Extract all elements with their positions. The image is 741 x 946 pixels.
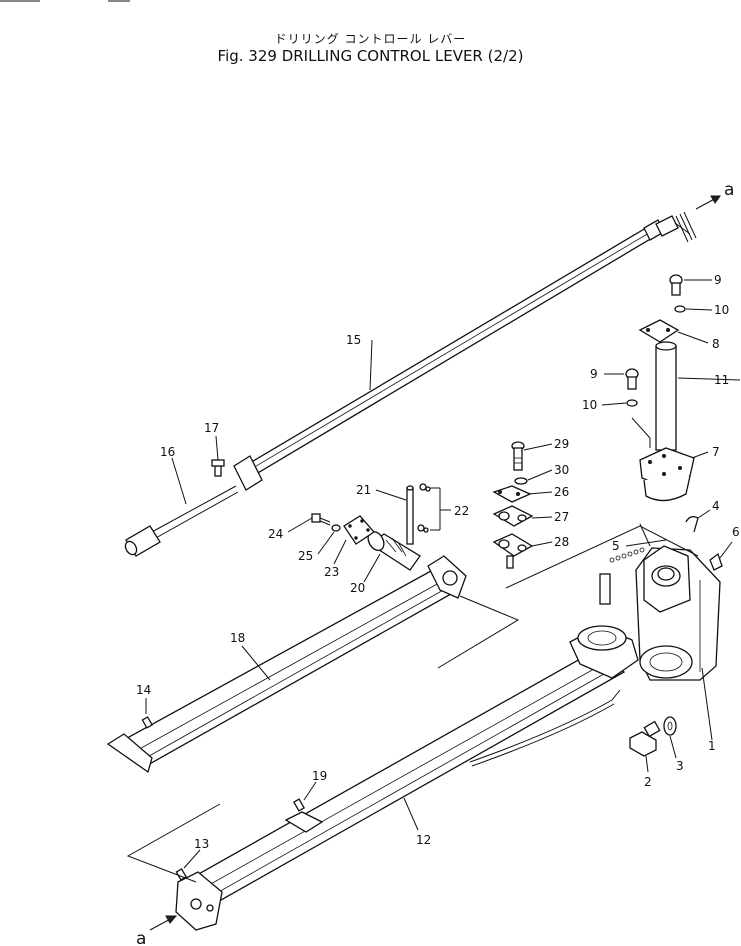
part-21-pin bbox=[406, 485, 414, 545]
callout-27: 27 bbox=[554, 510, 569, 524]
callout-14: 14 bbox=[136, 683, 151, 697]
callout-5: 5 bbox=[612, 539, 620, 553]
part-24-bolt bbox=[311, 513, 331, 526]
cable bbox=[469, 689, 621, 763]
callout-20: 20 bbox=[350, 581, 365, 595]
callout-6: 6 bbox=[732, 525, 740, 539]
cable bbox=[471, 703, 615, 767]
part-22-cotter-pins bbox=[417, 483, 431, 533]
callout-3: 3 bbox=[676, 759, 684, 773]
callout-1: 1 bbox=[708, 739, 716, 753]
callout-9-b: 9 bbox=[590, 367, 598, 381]
part-8-plate bbox=[638, 319, 680, 343]
arrow-label-a-bottom: a bbox=[136, 929, 146, 946]
part-10-washer-top bbox=[674, 305, 686, 313]
part-4-clip bbox=[685, 516, 699, 533]
part-9-bolt-mid bbox=[625, 368, 639, 390]
callout-10: 10 bbox=[714, 303, 729, 317]
part-23-plate bbox=[343, 515, 375, 545]
callout-2: 2 bbox=[644, 775, 652, 789]
callout-30: 30 bbox=[554, 463, 569, 477]
part-11-shaft bbox=[655, 341, 677, 451]
diagram-title-japanese: ドリリング コントロール レバー bbox=[274, 32, 467, 46]
part-10-washer-mid bbox=[626, 399, 638, 407]
alignment-lines bbox=[126, 417, 699, 883]
callout-8: 8 bbox=[712, 337, 720, 351]
callout-18: 18 bbox=[230, 631, 245, 645]
callout-11: 11 bbox=[714, 373, 729, 387]
callout-21: 21 bbox=[356, 483, 371, 497]
part-16-rod-end bbox=[124, 485, 239, 557]
part-3-washer bbox=[663, 716, 677, 736]
part-1-bracket bbox=[635, 545, 721, 681]
part-28-clamp bbox=[492, 533, 534, 569]
part-9-bolt-top bbox=[669, 274, 683, 296]
callout-12: 12 bbox=[416, 833, 431, 847]
callout-7: 7 bbox=[712, 445, 720, 459]
callout-9: 9 bbox=[714, 273, 722, 287]
callout-28: 28 bbox=[554, 535, 569, 549]
part-29-bolt bbox=[511, 441, 525, 471]
part-17-bolt bbox=[211, 459, 225, 477]
part-2-bolt bbox=[629, 720, 661, 757]
callout-22: 22 bbox=[454, 504, 469, 518]
callout-10-b: 10 bbox=[582, 398, 597, 412]
part-30-washer bbox=[514, 477, 528, 485]
part-20-shaft bbox=[367, 531, 421, 571]
callout-16: 16 bbox=[160, 445, 175, 459]
callout-leaders bbox=[145, 279, 741, 869]
part-6-screw bbox=[709, 552, 723, 571]
arrow-head bbox=[710, 195, 721, 204]
part-26-clamp bbox=[492, 485, 532, 503]
part-14-pin bbox=[141, 716, 153, 729]
callout-19: 19 bbox=[312, 769, 327, 783]
arrow-label-a-top: a bbox=[724, 180, 734, 200]
part-7-housing bbox=[639, 447, 695, 502]
callout-17: 17 bbox=[204, 421, 219, 435]
callout-26: 26 bbox=[554, 485, 569, 499]
callout-23: 23 bbox=[324, 565, 339, 579]
callout-13: 13 bbox=[194, 837, 209, 851]
part-27-clamp bbox=[492, 505, 534, 527]
part-25-washer bbox=[331, 524, 341, 532]
part-12-main-arm bbox=[175, 625, 639, 931]
callout-24: 24 bbox=[268, 527, 283, 541]
callout-4: 4 bbox=[712, 499, 720, 513]
callout-25: 25 bbox=[298, 549, 313, 563]
part-18-lever-arm bbox=[106, 555, 467, 774]
part-5-chain bbox=[599, 547, 645, 605]
arrow-head bbox=[165, 915, 178, 924]
callout-29: 29 bbox=[554, 437, 569, 451]
part-19-pin bbox=[284, 798, 324, 833]
diagram-title: Fig. 329 DRILLING CONTROL LEVER (2/2) bbox=[217, 47, 524, 65]
part-15-control-rod bbox=[233, 211, 697, 491]
part-13-pin bbox=[175, 868, 187, 881]
callout-15: 15 bbox=[346, 333, 361, 347]
